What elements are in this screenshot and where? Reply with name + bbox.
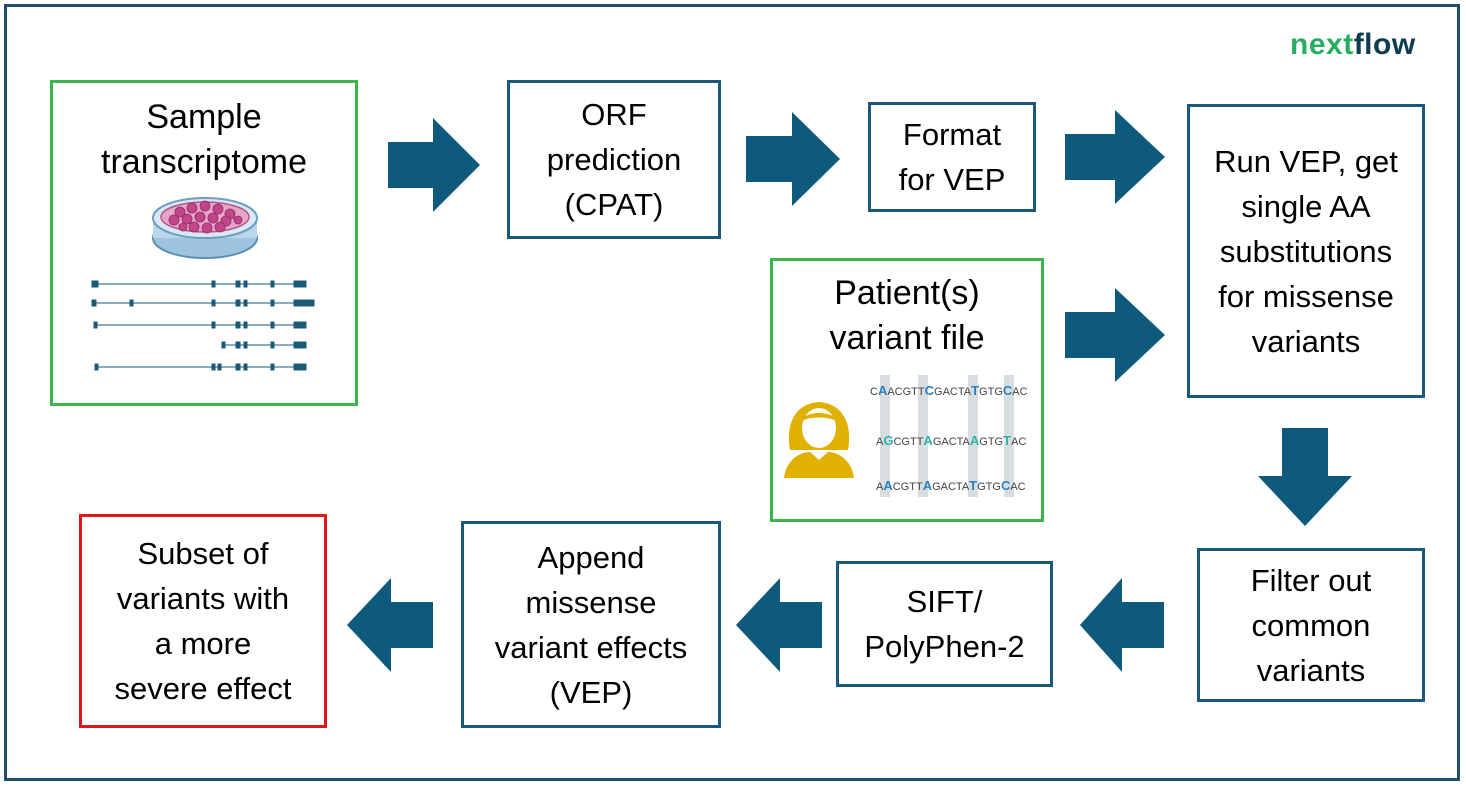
arrow-orf-to-format — [746, 112, 840, 206]
subset-severe-variants-label: Subset of variants with a more severe ef… — [114, 536, 292, 706]
run-vep-label: Run VEP, get single AA substitutions for… — [1214, 143, 1398, 359]
svg-text:AACGTTAGACTATGTGCAC: AACGTTAGACTATGTGCAC — [876, 478, 1026, 493]
arrow-format-to-vep — [1065, 110, 1165, 204]
arrow-sample-to-orf — [388, 118, 480, 212]
patient-person-icon — [784, 402, 854, 478]
arrow-append-to-subset — [347, 578, 433, 672]
arrow-filter-to-sift — [1080, 578, 1164, 672]
subset-severe-variants-box: Subset of variants with a more severe ef… — [79, 514, 327, 728]
nextflow-logo: nextflow — [1290, 28, 1416, 61]
sample-transcriptome-box: Sample transcriptome — [50, 80, 358, 406]
transcript-models-icon — [91, 280, 315, 371]
sample-transcriptome-label: Sample transcriptome — [101, 98, 307, 181]
orf-prediction-box: ORF prediction (CPAT) — [507, 80, 721, 239]
diagram-frame — [4, 4, 1460, 781]
filter-common-variants-label: Filter out common variants — [1250, 562, 1372, 688]
svg-text:CAACGTTCGACTATGTGCAC: CAACGTTCGACTATGTGCAC — [870, 383, 1028, 398]
orf-prediction-label: ORF prediction (CPAT) — [546, 97, 682, 222]
arrow-vep-to-filter — [1258, 428, 1352, 526]
append-variant-effects-box: Append missense variant effects (VEP) — [461, 521, 721, 728]
dna-alignment-icon: CAACGTTCGACTATGTGCAC AGCGTTAGACTAAGTGTAC… — [870, 375, 1028, 497]
sift-polyphen-label: SIFT/ PolyPhen-2 — [864, 584, 1025, 664]
format-for-vep-box: Format for VEP — [868, 102, 1036, 212]
petri-dish-icon — [152, 197, 258, 259]
svg-text:AGCGTTAGACTAAGTGTAC: AGCGTTAGACTAAGTGTAC — [876, 433, 1026, 448]
filter-common-variants-box: Filter out common variants — [1197, 548, 1425, 702]
arrow-patient-to-vep — [1065, 288, 1165, 382]
patient-variant-file-box: Patient(s) variant file — [770, 258, 1044, 522]
append-variant-effects-label: Append missense variant effects (VEP) — [494, 539, 688, 710]
arrow-sift-to-append — [736, 578, 822, 672]
format-for-vep-label: Format for VEP — [898, 117, 1006, 197]
run-vep-box: Run VEP, get single AA substitutions for… — [1187, 104, 1425, 398]
sift-polyphen-box: SIFT/ PolyPhen-2 — [836, 561, 1053, 687]
patient-variant-file-label: Patient(s) variant file — [829, 274, 985, 357]
